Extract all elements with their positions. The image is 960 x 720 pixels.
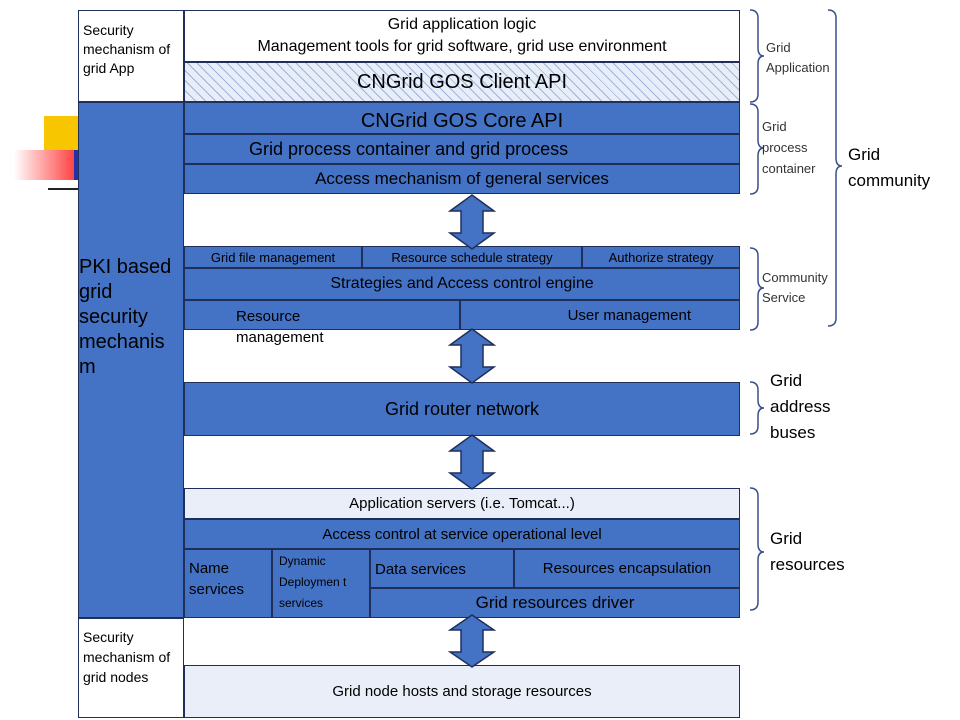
access-control-op-label: Access control at service operational le…	[322, 525, 602, 543]
core-api-label: CNGrid GOS Core API	[360, 109, 564, 132]
resource-schedule-box: Resource schedule strategy	[362, 246, 582, 268]
router-box: Grid router network	[184, 382, 740, 436]
dynamic-deploy-label: Dynamic Deploymen t services	[279, 554, 347, 610]
authorize-box: Authorize strategy	[582, 246, 740, 268]
access-general-label: Access mechanism of general services	[315, 169, 609, 188]
grid-community-label: Grid community	[848, 145, 931, 190]
router-label: Grid router network	[384, 398, 540, 419]
process-container-box: Grid process container and grid process	[184, 134, 740, 164]
core-api-box: CNGrid GOS Core API	[184, 102, 740, 134]
client-api-box: CNGrid GOS Client API	[184, 62, 740, 102]
right-braces	[749, 9, 843, 611]
node-hosts-label: Grid node hosts and storage resources	[332, 683, 592, 700]
access-control-op-box: Access control at service operational le…	[184, 519, 740, 549]
node-security-label: Security mechanism of grid nodes	[83, 629, 171, 685]
strategies-engine-box: Strategies and Access control engine	[184, 268, 740, 300]
grid-application-label: Grid Application	[766, 40, 830, 75]
arrow-core-to-community	[448, 194, 496, 250]
resource-schedule-label: Resource schedule strategy	[391, 249, 553, 265]
app-logic-box: Grid application logic Management tools …	[184, 10, 740, 62]
app-logic-line-2: Management tools for grid software, grid…	[257, 38, 667, 55]
app-servers-box: Application servers (i.e. Tomcat...)	[184, 488, 740, 519]
grid-resources-label: Grid resources	[770, 529, 845, 574]
access-general-box: Access mechanism of general services	[184, 164, 740, 194]
app-security-label: Security mechanism of grid App	[83, 22, 171, 76]
app-security-box: Security mechanism of grid App	[78, 10, 184, 102]
pki-security-box: PKI based grid security mechanis m	[78, 102, 184, 618]
resources-driver-box: Grid resources driver	[370, 588, 740, 618]
user-management-label: User management	[567, 306, 691, 324]
name-services-box: Name services	[184, 549, 272, 618]
app-servers-label: Application servers (i.e. Tomcat...)	[349, 495, 575, 512]
authorize-label: Authorize strategy	[608, 249, 714, 265]
file-management-box: Grid file management	[184, 246, 362, 268]
arrow-router-to-resources	[448, 434, 496, 490]
resource-management-label: Resource management	[236, 308, 324, 346]
arrow-community-to-router	[448, 328, 496, 384]
strategies-engine-label: Strategies and Access control engine	[330, 275, 594, 292]
address-buses-label: Grid address buses	[770, 371, 831, 442]
client-api-label: CNGrid GOS Client API	[356, 70, 568, 93]
user-management-box: User management	[460, 300, 740, 330]
pki-security-label: PKI based grid security mechanis m	[79, 256, 172, 378]
slide-ornament	[0, 110, 80, 210]
app-logic-line-1: Grid application logic	[387, 16, 537, 33]
data-services-label: Data services	[375, 561, 466, 578]
process-container-label: Grid process container and grid process	[249, 138, 569, 159]
node-hosts-box: Grid node hosts and storage resources	[184, 665, 740, 718]
node-security-box: Security mechanism of grid nodes	[78, 618, 184, 718]
data-services-box: Data services	[370, 549, 514, 588]
file-management-label: Grid file management	[210, 249, 336, 265]
resources-encap-label: Resources encapsulation	[542, 560, 712, 577]
resources-encap-box: Resources encapsulation	[514, 549, 740, 588]
grid-process-container-label: Grid process container	[762, 119, 816, 176]
resources-driver-label: Grid resources driver	[475, 593, 635, 612]
arrow-resources-to-nodes	[448, 614, 496, 668]
resource-management-box	[184, 300, 460, 330]
dynamic-deploy-box: Dynamic Deploymen t services	[272, 549, 370, 618]
name-services-label: Name services	[189, 560, 245, 598]
community-service-label: Community Service	[762, 270, 828, 305]
